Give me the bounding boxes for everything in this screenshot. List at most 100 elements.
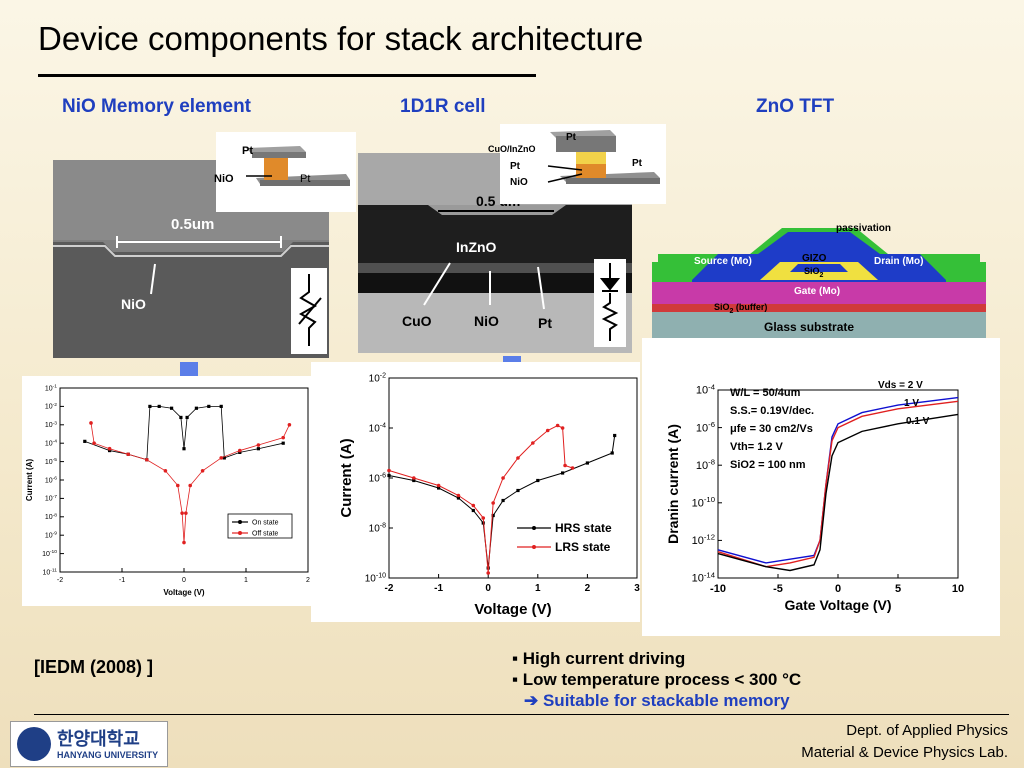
x-tick-label: 0 [485, 583, 491, 594]
data-point [194, 406, 198, 410]
y-tick-label: 10-11 [42, 568, 57, 577]
section-title-zno: ZnO TFT [756, 96, 835, 117]
d1r-inset-pt-mid: Pt [510, 161, 520, 172]
y-tick-label: 10-10 [365, 572, 386, 584]
x-tick-label: 1 [244, 577, 248, 584]
bullet-1: ▪ High current driving [512, 649, 686, 668]
data-point [516, 488, 520, 493]
tft-annot-sio2: SiO2 = 100 nm [730, 459, 806, 471]
y-tick-label: 10-12 [692, 533, 715, 547]
data-point [89, 421, 93, 425]
x-tick-label: 0 [182, 577, 186, 584]
y-tick-label: 10-6 [696, 420, 715, 434]
legend-label: LRS state [555, 540, 611, 554]
d1r-inset-nio: NiO [510, 177, 528, 188]
y-tick-label: 10-4 [369, 422, 386, 434]
data-point [179, 415, 183, 420]
data-point [148, 404, 152, 408]
data-point [561, 471, 565, 475]
university-seal-icon [17, 727, 51, 761]
y-tick-label: 10-6 [369, 472, 386, 484]
tft-source: Source (Mo) [694, 256, 752, 267]
data-point [163, 469, 168, 473]
data-point [481, 516, 486, 520]
legend-label: On state [252, 519, 279, 526]
x-tick-label: -1 [119, 577, 125, 584]
data-point [83, 439, 87, 443]
x-tick-label: -2 [385, 583, 394, 594]
data-point [610, 451, 614, 455]
data-point [107, 446, 112, 451]
y-tick-label: 10-8 [45, 512, 57, 521]
x-tick-label: -10 [710, 583, 726, 595]
data-point [585, 461, 589, 465]
section-title-nio: NiO Memory element [62, 96, 251, 117]
tft-annot-ss: S.S.= 0.19V/dec. [730, 405, 815, 417]
page-title: Device components for stack architecture [38, 20, 644, 57]
tft-gate: Gate (Mo) [794, 286, 841, 297]
nio-structure-inset: Pt NiO Pt [214, 132, 356, 212]
x-tick-label: 2 [306, 577, 310, 584]
legend-marker [238, 520, 242, 524]
data-point [256, 447, 260, 451]
y-tick-label: 10-10 [692, 495, 715, 509]
legend-marker [532, 545, 536, 549]
y-tick-label: 10-4 [45, 439, 57, 448]
data-point [471, 508, 475, 513]
data-point [219, 456, 223, 460]
data-point [456, 493, 461, 498]
data-point [412, 476, 416, 480]
x-tick-label: 1 [535, 583, 541, 594]
tft-drain: Drain (Mo) [874, 256, 924, 267]
data-point [126, 452, 130, 457]
y-tick-label: 10-6 [45, 476, 57, 485]
y-tick-label: 10-5 [45, 457, 57, 466]
x-tick-label: 2 [585, 583, 591, 594]
data-point [238, 450, 242, 454]
y-tick-label: 10-2 [45, 402, 57, 411]
y-tick-label: 10-9 [45, 531, 57, 540]
university-logo: 한양대학교 HANYANG UNIVERSITY [10, 721, 168, 767]
bullet-2: ▪ Low temperature process < 300 °C [512, 670, 802, 689]
data-point [184, 511, 188, 515]
x-tick-label: 5 [895, 583, 901, 595]
data-point [437, 486, 441, 490]
legend-label: HRS state [555, 521, 612, 535]
x-tick-label: -2 [57, 577, 63, 584]
data-point [531, 441, 535, 445]
data-point [486, 571, 490, 575]
y-tick-label: 10-8 [696, 457, 715, 471]
d1r-inzno-label: InZnO [456, 239, 497, 255]
d1r-inset-cuo-inzno: CuO/InZnO [488, 144, 536, 154]
x-tick-label: -1 [434, 583, 443, 594]
nio-photo-label: NiO [121, 296, 146, 312]
nio-inset-pt-top: Pt [242, 145, 253, 157]
data-point [560, 426, 565, 430]
data-point [157, 404, 161, 408]
data-point [491, 501, 495, 505]
data-point [176, 483, 180, 488]
data-point [222, 456, 226, 460]
y-axis-label: Current (A) [25, 459, 34, 502]
data-point [563, 463, 567, 468]
y-tick-label: 10-7 [45, 494, 57, 503]
nio-inset-pt-bottom: Pt [300, 173, 311, 185]
tft-gizo: GIZO [802, 253, 827, 264]
section-title-1d1r: 1D1R cell [400, 96, 486, 117]
data-point [545, 428, 550, 433]
tft-series-label-1v: 1 V [904, 398, 920, 409]
tft-annot-wl: W/L = 50/4um [730, 387, 801, 399]
data-point [456, 496, 461, 500]
x-axis-label: Voltage (V) [163, 588, 205, 597]
data-point [555, 423, 560, 428]
legend-marker [532, 526, 536, 530]
title-underline [38, 74, 536, 77]
data-point [170, 406, 174, 410]
d1r-inset-pt-top: Pt [566, 132, 576, 143]
data-point [613, 433, 617, 438]
data-point [188, 483, 192, 488]
